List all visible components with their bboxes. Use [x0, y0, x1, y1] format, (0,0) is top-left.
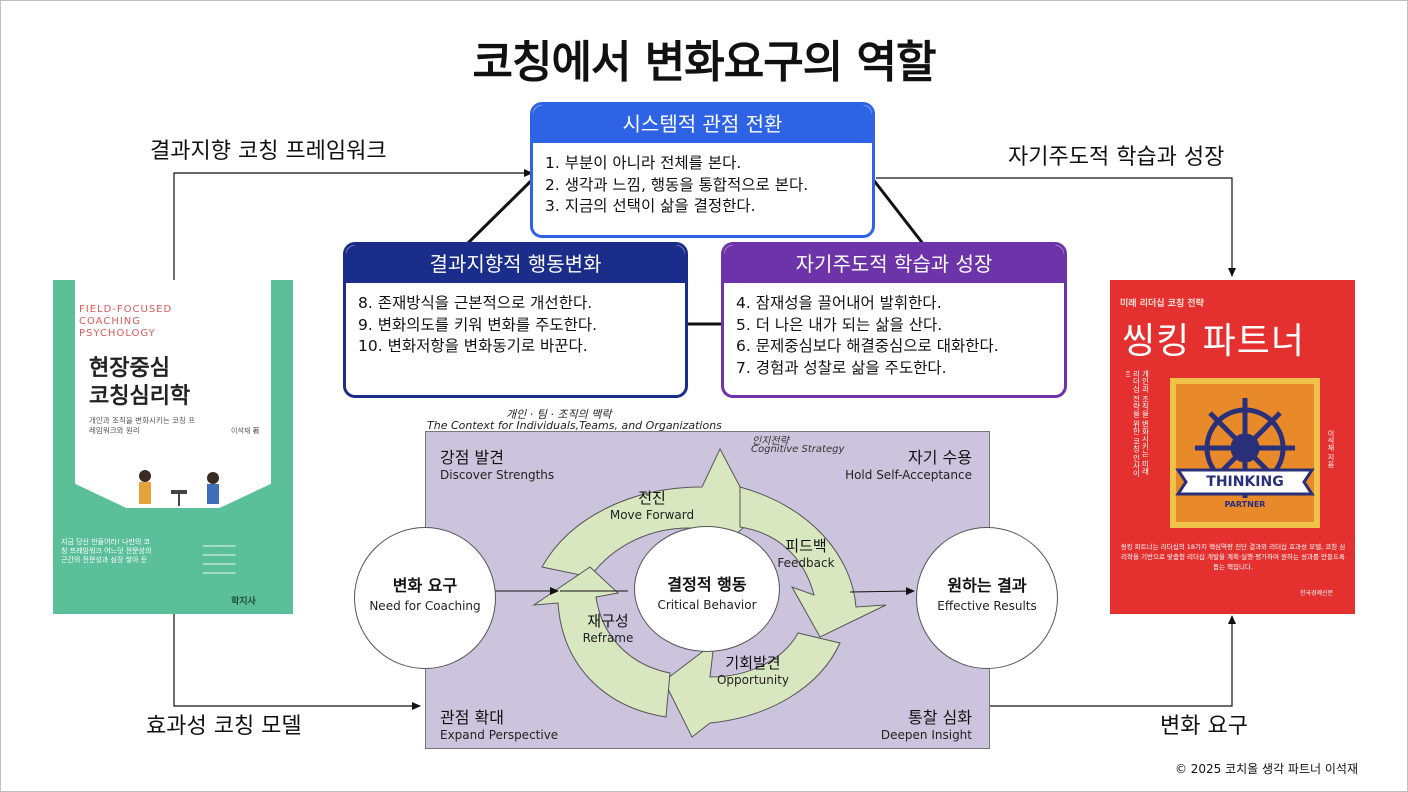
book-illustration	[67, 470, 279, 530]
label-top-left: 결과지향 코칭 프레임워크	[150, 139, 387, 164]
list-item: 4. 잠재성을 끌어내어 발휘한다.	[736, 294, 942, 312]
book-banner: THINKING	[1206, 474, 1284, 490]
book-cover-thinking-partner: 미래 리더십 코칭 전략 씽킹 파트너 개인과 조직을 변화시키는 미래 리더십…	[1110, 280, 1355, 614]
list-item: 5. 더 나은 내가 되는 삶을 산다.	[736, 315, 943, 334]
arrow-left-to-system	[173, 169, 533, 280]
corner-discover-strengths: 강점 발견 Discover Strengths	[440, 448, 555, 482]
book-title-line1: 현장중심	[89, 356, 170, 381]
segment-opportunity: 기회발견 Opportunity	[716, 654, 789, 687]
corner-expand-perspective: 관점 확대 Expand Perspective	[440, 708, 559, 742]
book-title-line2: 코칭심리학	[89, 384, 191, 409]
list-item: 7. 경험과 성찰로 삶을 주도한다.	[736, 358, 947, 377]
list-item: 2. 생각과 느낌, 행동을 통합적으로 본다.	[545, 175, 809, 194]
list-item: 10. 변화저항을 변화동기로 바꾼다.	[358, 337, 588, 355]
cycle-arrow-feedback	[739, 486, 887, 638]
segment-reframe: 재구성 Reframe	[582, 612, 634, 645]
book-subtitle: 개인과 조직을 변화시키는 코칭 프레임워크와 원리	[89, 416, 196, 435]
box-title: 시스템적 관점 전환	[533, 105, 872, 143]
critical-behavior-circle: 결정적 행동 Critical Behavior	[634, 526, 780, 652]
book-author: 이석재 지음	[1327, 430, 1335, 468]
label-top-right: 자기주도적 학습과 성장	[1008, 145, 1225, 170]
list-item: 3. 지금의 선택이 삶을 결정한다.	[545, 197, 756, 215]
book-title: 씽킹 파트너	[1122, 321, 1306, 362]
cycle-arrow-opportunity	[663, 632, 841, 738]
cycle-arrow-forward	[541, 447, 757, 578]
book-author: 이석재 著	[231, 427, 260, 435]
book-vertical-text: 개인과 조직을 변화시키는 미래 리더십 전략을 위한 코칭 인사이트	[1126, 370, 1150, 478]
book-series: 미래 리더십 코칭 전략	[1120, 299, 1204, 309]
arrow-cycle-to-result	[849, 587, 915, 596]
ship-wheel-icon	[1175, 398, 1315, 498]
book-cover-field-coaching: FIELD-FOCUSED COACHING PSYCHOLOGY 현장중심 코…	[53, 280, 293, 614]
book-sub-banner: PARTNER	[1224, 500, 1266, 509]
segment-move-forward: 전진 Move Forward	[609, 489, 695, 522]
book-publisher: 한국경제신문	[1300, 590, 1334, 597]
link-system-self	[870, 177, 926, 246]
corner-self-acceptance: 자기 수용 Hold Self-Acceptance	[845, 448, 972, 482]
link-system-result	[464, 176, 536, 247]
need-for-coaching-circle: 변화 요구 Need for Coaching	[354, 527, 496, 669]
strategy-label-ko: 인지전략	[752, 436, 789, 447]
context-label-en: The Context for Individuals,Teams, and O…	[427, 419, 722, 432]
arrow-left-to-diagram	[173, 614, 421, 710]
list-item: 9. 변화의도를 키워 변화를 주도한다.	[358, 315, 598, 334]
strategy-label-en: Cognitive Strategy	[751, 444, 845, 455]
box-list: 8. 존재방식을 근본적으로 개선한다. 9. 변화의도를 키워 변화를 주도한…	[346, 283, 685, 358]
segment-feedback: 피드백 Feedback	[777, 537, 835, 570]
corner-deepen-insight: 통찰 심화 Deepen Insight	[880, 708, 972, 742]
system-perspective-box: 시스템적 관점 전환 1. 부분이 아니라 전체를 본다. 2. 생각과 느낌,…	[530, 102, 875, 238]
copyright-text: © 2025 코치올 생각 파트너 이석재	[1174, 762, 1358, 776]
book-en-title: FIELD-FOCUSED COACHING PSYCHOLOGY	[79, 304, 173, 339]
page-title: 코칭에서 변화요구의 역할	[472, 37, 937, 88]
arrow-system-to-right-book	[876, 177, 1236, 277]
list-item: 8. 존재방식을 근본적으로 개선한다.	[358, 294, 593, 312]
label-bottom-right: 변화 요구	[1160, 714, 1248, 739]
list-item: 1. 부분이 아니라 전체를 본다.	[545, 154, 742, 172]
cycle-arrow-reframe	[532, 566, 671, 718]
box-list: 1. 부분이 아니라 전체를 본다. 2. 생각과 느낌, 행동을 통합적으로 …	[533, 143, 872, 218]
cover-panel	[67, 280, 279, 508]
list-item: 6. 문제중심보다 해결중심으로 대화한다.	[736, 337, 999, 355]
book-blurb: 씽킹 파트너는 리더십의 18가지 핵심역량 진단 결과와 리더십 효과성 모델…	[1120, 543, 1346, 571]
book-publisher: 학지사	[231, 597, 256, 607]
box-title: 결과지향적 행동변화	[346, 245, 685, 283]
arrow-diagram-to-right-book	[990, 615, 1236, 707]
self-directed-box: 자기주도적 학습과 성장 4. 잠재성을 끌어내어 발휘한다. 5. 더 나은 …	[721, 242, 1067, 398]
box-list: 4. 잠재성을 끌어내어 발휘한다. 5. 더 나은 내가 되는 삶을 산다. …	[724, 283, 1064, 379]
book-blurb: 지금 당신 만들어라! 나만의 코칭 프레임워크 어느덧 전문성의 근간의 전문…	[61, 538, 152, 564]
box-title: 자기주도적 학습과 성장	[724, 245, 1064, 283]
cycle-arrows	[482, 447, 915, 738]
result-oriented-box: 결과지향적 행동변화 8. 존재방식을 근본적으로 개선한다. 9. 변화의도를…	[343, 242, 688, 398]
effective-results-circle: 원하는 결과 Effective Results	[916, 527, 1058, 669]
label-bottom-left: 효과성 코칭 모델	[146, 714, 302, 739]
context-label-ko: 개인 · 팀 · 조직의 맥락	[506, 408, 612, 421]
